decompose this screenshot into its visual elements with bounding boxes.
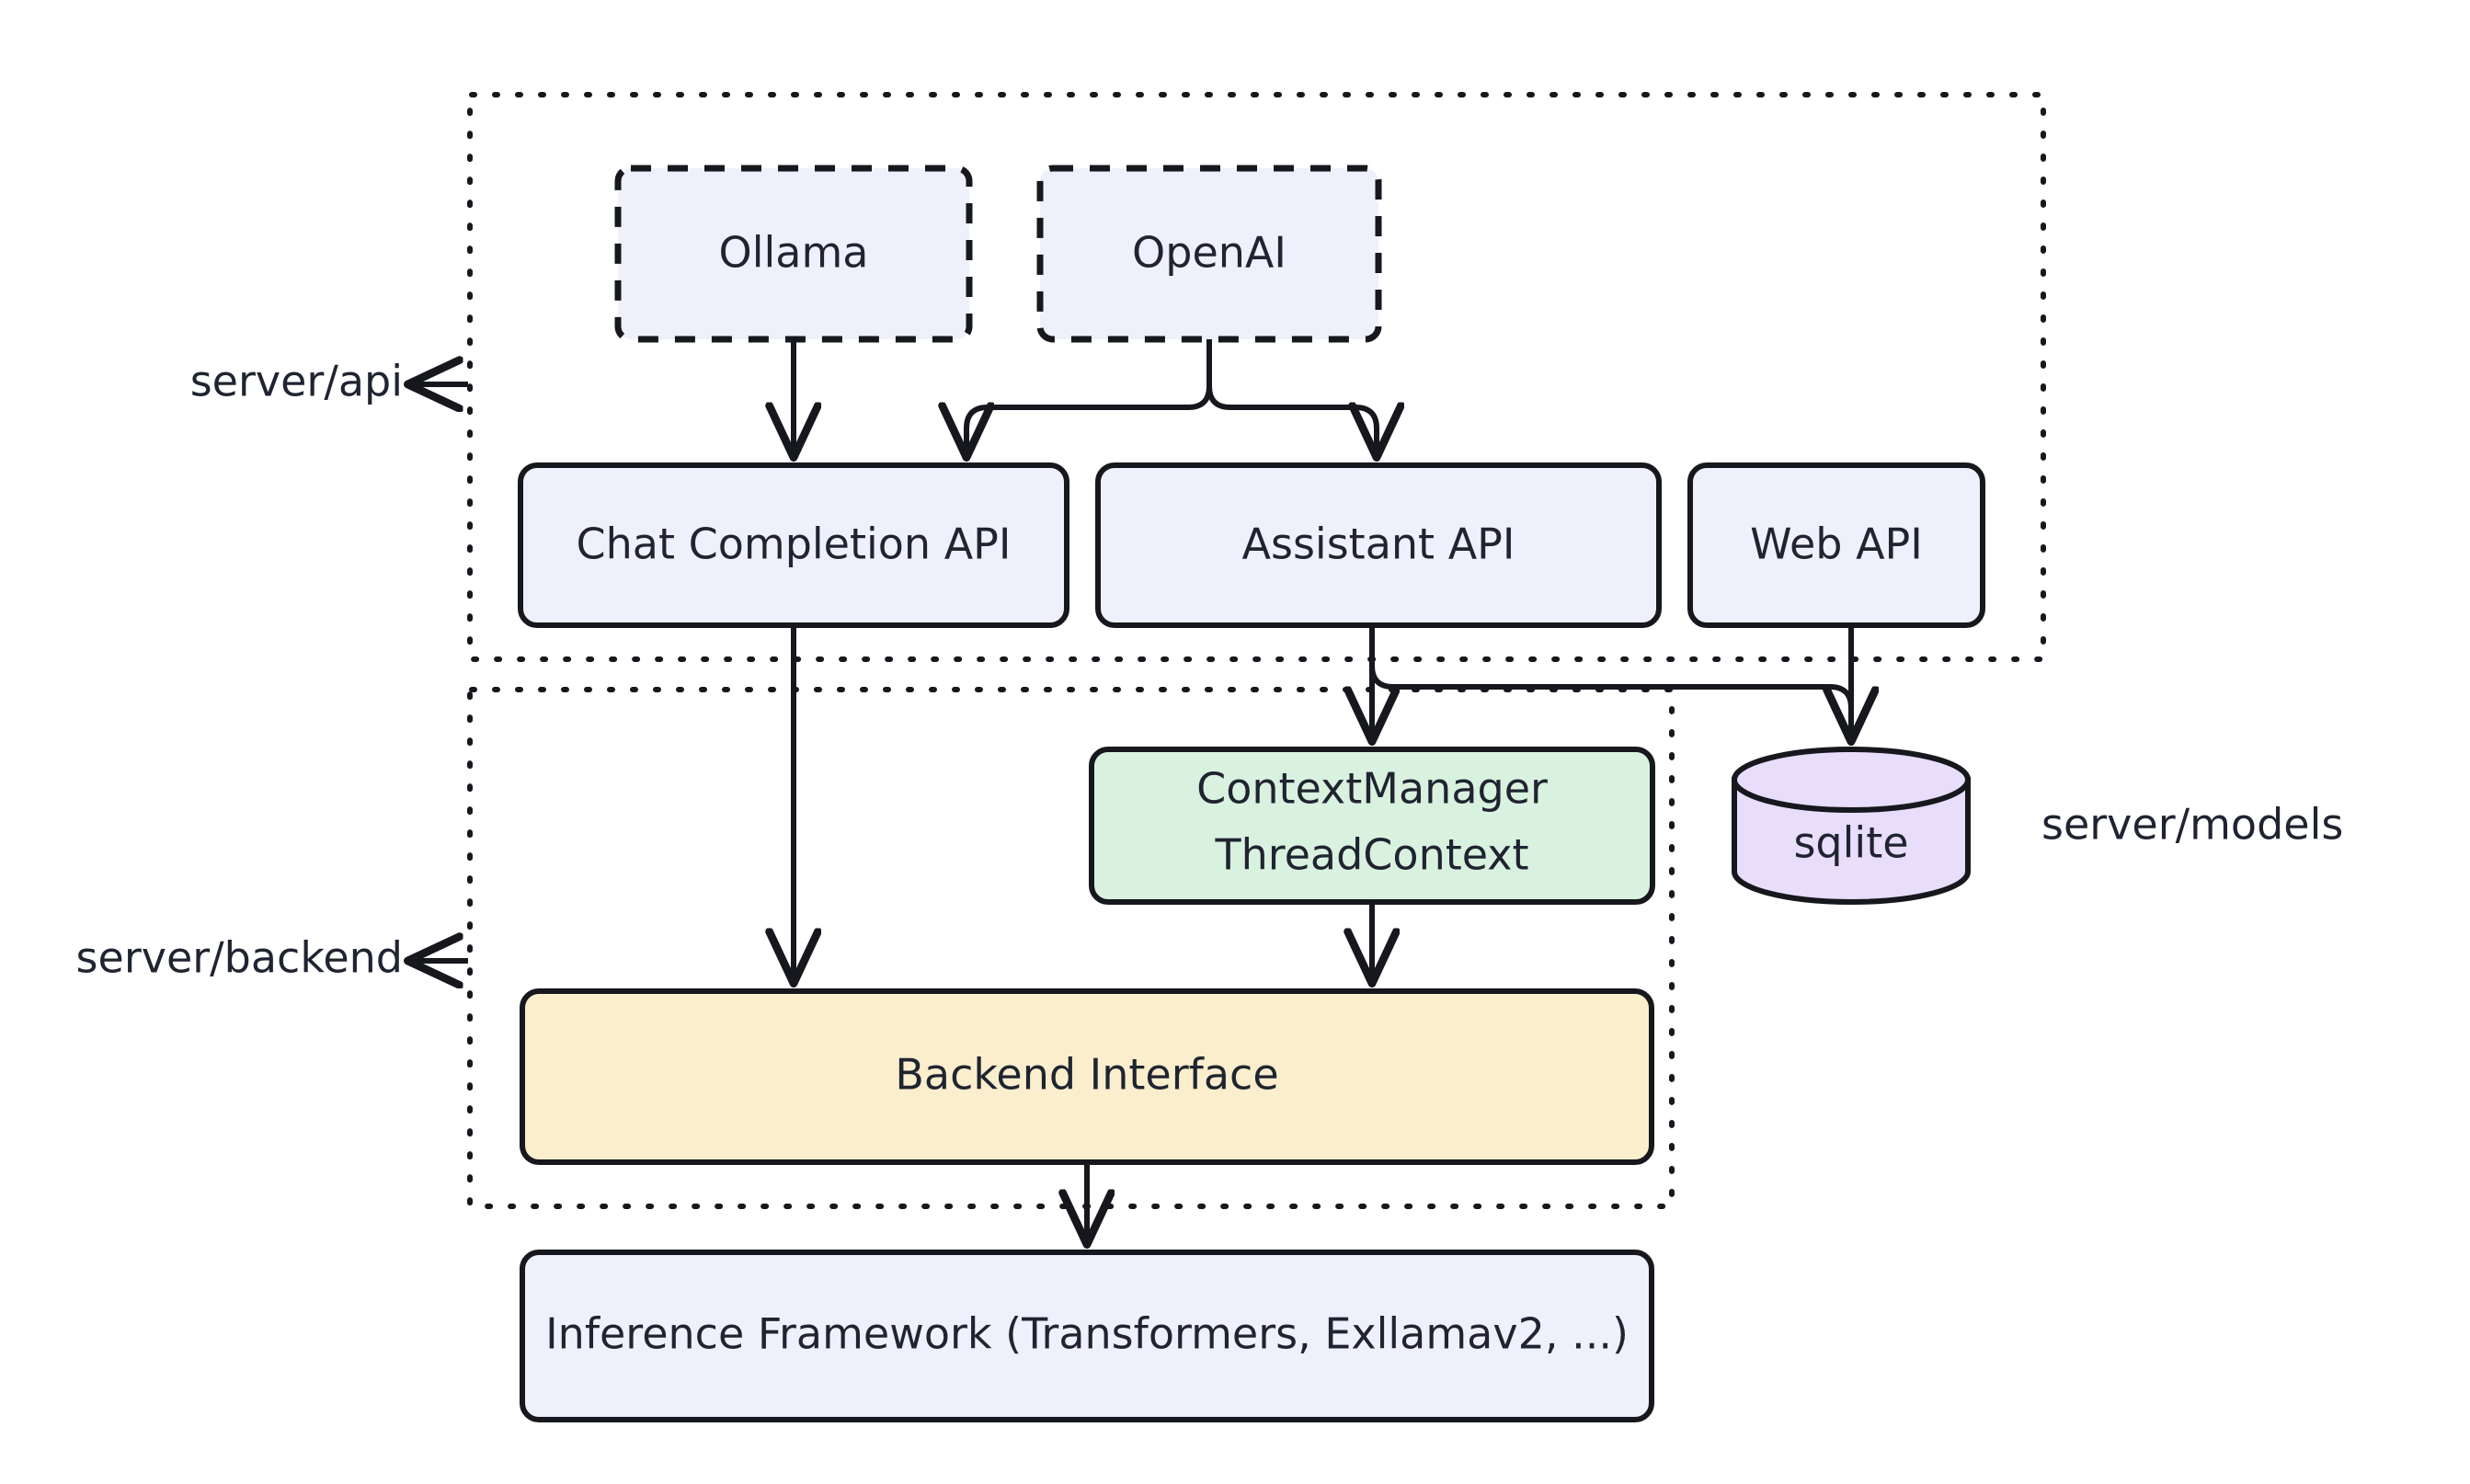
node-openai[interactable] [1036,165,1382,343]
node-assistant-api-label: Assistant API [1242,519,1515,569]
group-label-server-models: server/models [2041,800,2343,850]
group-server-api [467,92,2046,662]
node-context-manager[interactable] [1089,747,1655,905]
node-ollama-label: Ollama [719,228,869,278]
group-label-server-backend: server/backend [76,933,403,983]
edge-assistant-api-to-sqlite [1369,626,1851,738]
node-context-manager-label-line1: ContextManager [1196,764,1548,814]
group-pointer-server-api: server/api [190,357,468,406]
node-chat-completion-api[interactable] [518,462,1069,628]
node-inference-framework-label: Inference Framework (Transformers, Exlla… [545,1309,1629,1359]
node-web-api[interactable] [1687,462,1985,628]
edge-openai-to-chat-completion-api [966,339,1212,454]
node-web-api-label: Web API [1750,519,1923,569]
node-backend-interface[interactable] [520,988,1654,1165]
sqlite-cylinder-top [1732,747,1971,813]
node-inference-framework[interactable] [520,1250,1654,1422]
node-backend-interface-label: Backend Interface [895,1050,1278,1100]
node-chat-completion-api-label: Chat Completion API [577,519,1012,569]
group-label-server-api: server/api [190,357,403,406]
sqlite-cylinder-body [1732,777,1971,905]
group-server-backend [467,687,1675,1209]
node-openai-label: OpenAI [1132,228,1286,278]
node-ollama[interactable] [614,165,973,343]
edge-openai-to-assistant-api [1206,339,1377,454]
group-pointer-server-backend: server/backend [76,933,468,983]
node-sqlite-label: sqlite [1793,818,1908,868]
node-sqlite[interactable]: sqlite [1732,747,1971,905]
node-context-manager-label-line2: ThreadContext [1214,830,1528,880]
node-assistant-api[interactable] [1095,462,1662,628]
